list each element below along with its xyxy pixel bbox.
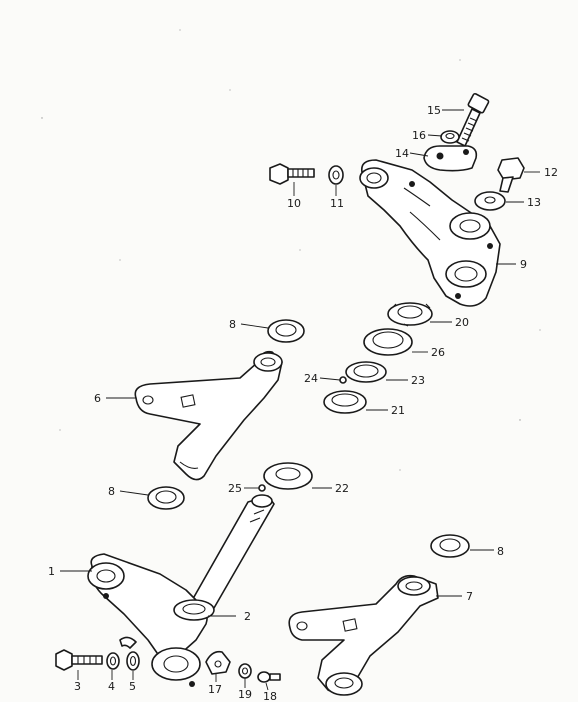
part-23-bearing-race <box>345 361 387 383</box>
part-1-2-steering-stem <box>87 494 275 687</box>
part-12-bolt <box>497 157 525 193</box>
part-10-bolt <box>269 163 315 185</box>
part-16-nut <box>440 130 460 144</box>
callout-24: 24 <box>304 372 318 385</box>
callout-26: 26 <box>431 346 445 359</box>
callout-6: 6 <box>94 392 101 405</box>
callout-7: 7 <box>466 590 473 603</box>
callout-10: 10 <box>287 197 301 210</box>
callout-11: 11 <box>330 197 344 210</box>
part-3-bolt <box>55 649 103 671</box>
callout-8-right: 8 <box>497 545 504 558</box>
part-24-ball <box>339 376 347 384</box>
part-25-ball <box>258 484 266 492</box>
callout-23: 23 <box>411 374 425 387</box>
part-11-washer <box>328 165 344 185</box>
callout-25: 25 <box>228 482 242 495</box>
part-9-upper-bracket <box>359 159 501 307</box>
callout-8-top: 8 <box>229 318 236 331</box>
callout-8-left: 8 <box>108 485 115 498</box>
part-5-washer <box>126 651 140 671</box>
part-14-handlebar-cap <box>423 145 478 172</box>
callout-2: 2 <box>244 610 251 623</box>
callout-20: 20 <box>455 316 469 329</box>
part-13-washer <box>474 191 506 211</box>
part-4-spring-washer <box>106 652 120 670</box>
callout-19: 19 <box>238 688 252 701</box>
callout-13: 13 <box>527 196 541 209</box>
part-26-ring <box>363 328 413 356</box>
part-15-long-bolt <box>456 92 490 147</box>
callout-21: 21 <box>391 404 405 417</box>
part-8-seal-right <box>430 534 470 558</box>
callout-22: 22 <box>335 482 349 495</box>
leader-lines <box>60 109 540 691</box>
part-19-washer <box>238 663 252 679</box>
callout-18: 18 <box>263 690 277 702</box>
part-20-lock-nut <box>387 302 433 327</box>
callout-17: 17 <box>208 683 222 696</box>
part-6-left-bracket <box>134 350 283 481</box>
part-22-washer <box>263 462 313 490</box>
callout-1: 1 <box>48 565 55 578</box>
clip-part <box>119 636 137 649</box>
part-21-bearing <box>323 390 367 414</box>
callout-3: 3 <box>74 680 81 693</box>
callout-14: 14 <box>395 147 409 160</box>
callout-16: 16 <box>412 129 426 142</box>
part-17-clamp <box>205 650 231 675</box>
callout-9: 9 <box>520 258 527 271</box>
paper-specks <box>41 29 541 471</box>
part-8-seal-left <box>147 486 185 510</box>
part-7-right-bracket <box>288 574 439 696</box>
callout-12: 12 <box>544 166 558 179</box>
part-8-seal-top <box>267 319 305 343</box>
callout-4: 4 <box>108 680 115 693</box>
callout-15: 15 <box>427 104 441 117</box>
callout-labels: 1 2 3 4 5 6 7 8 8 8 9 10 11 12 13 14 15 … <box>48 104 558 702</box>
callout-5: 5 <box>129 680 136 693</box>
part-18-screw <box>257 671 281 683</box>
